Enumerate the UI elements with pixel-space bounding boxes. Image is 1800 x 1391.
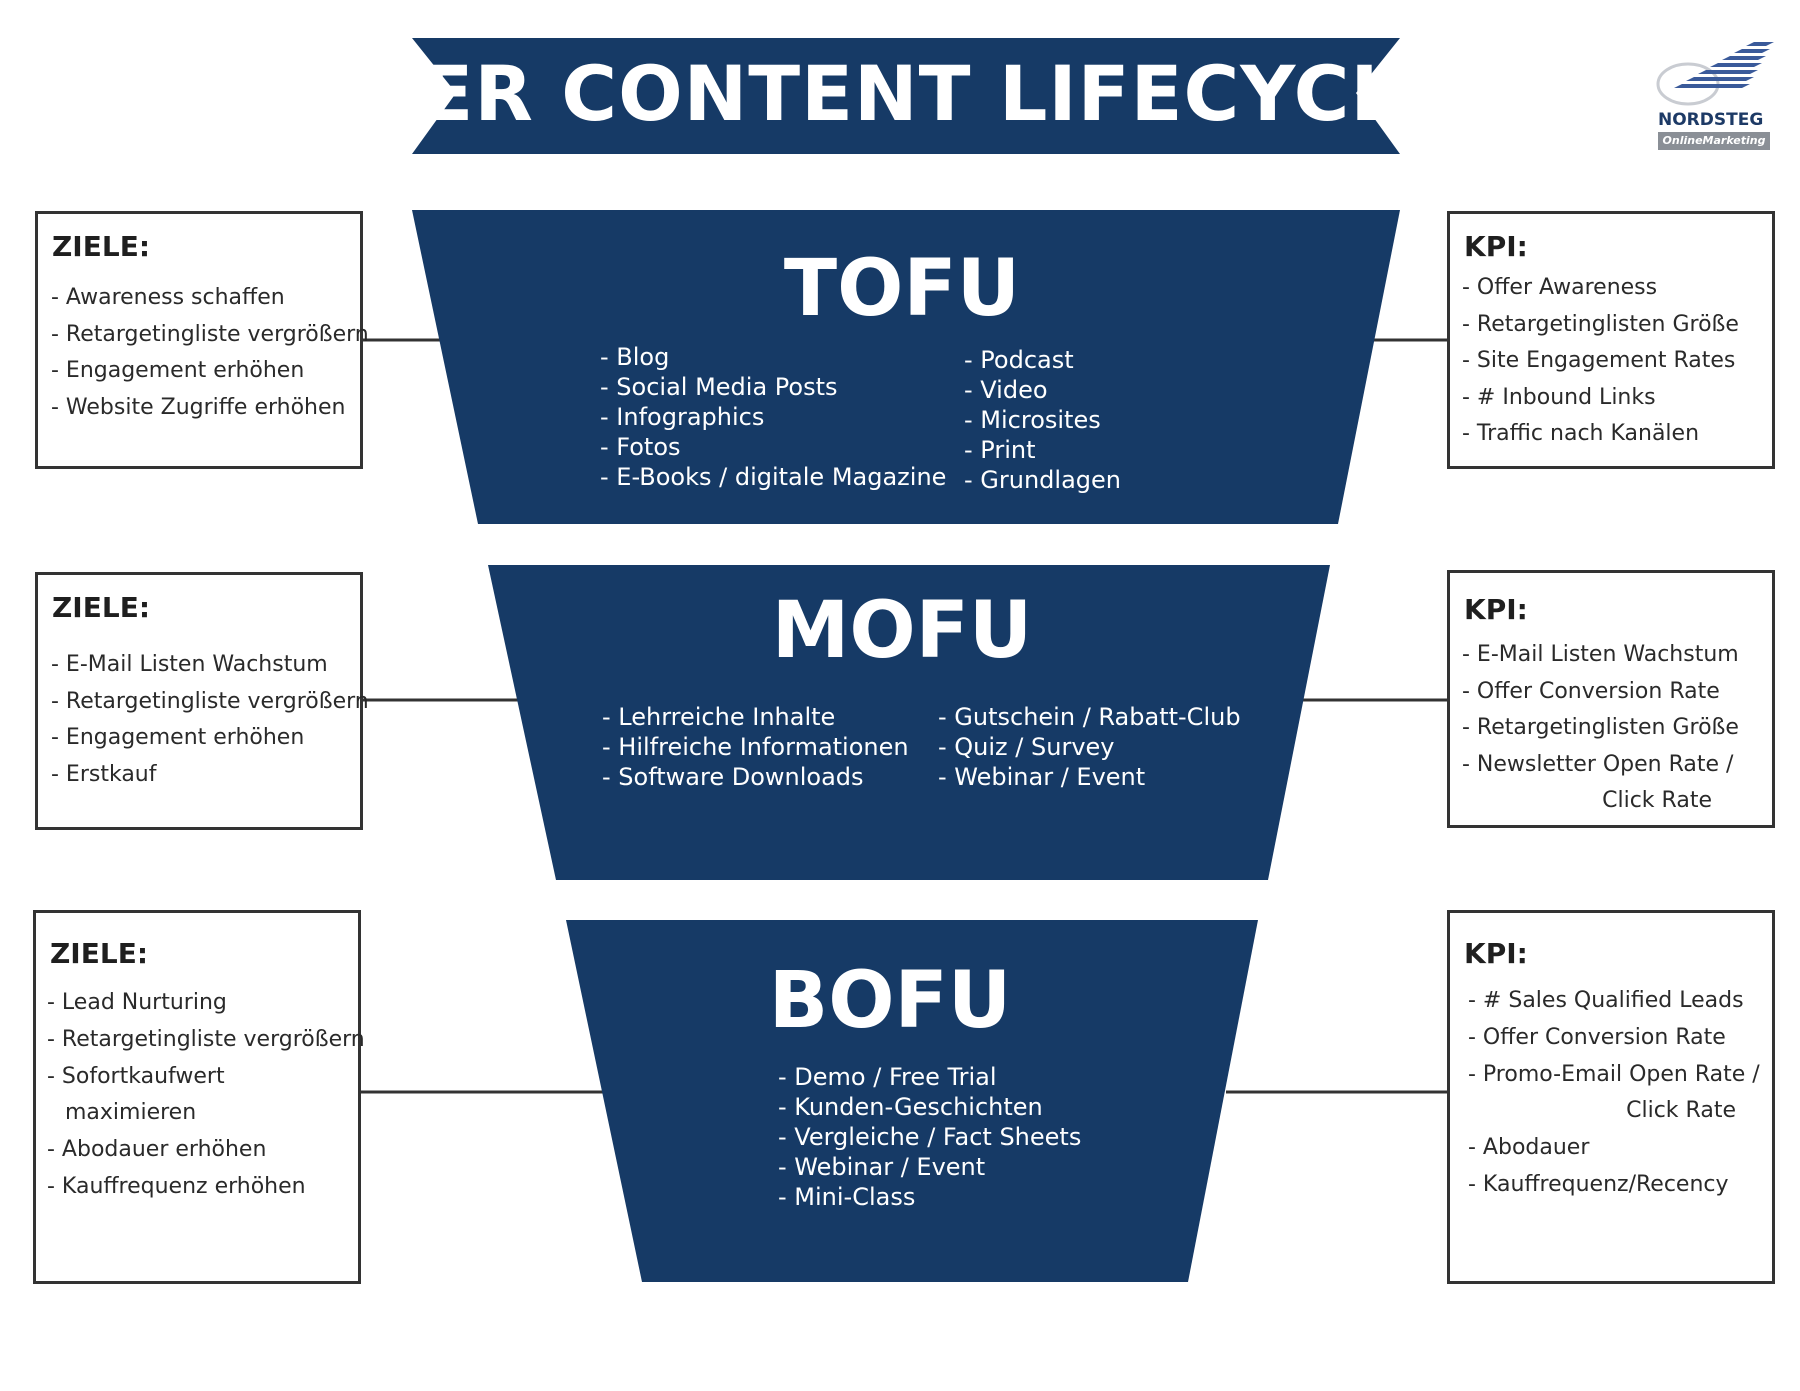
kpi-box-bofu: KPI: - # Sales Qualified Leads - Offer C…: [1447, 910, 1775, 1284]
list-item: - Vergleiche / Fact Sheets: [778, 1123, 1082, 1151]
list-item: - Webinar / Event: [778, 1153, 986, 1181]
list-item: - Grundlagen: [964, 466, 1121, 494]
list-item: - Video: [964, 376, 1048, 404]
tofu-trapezoid: [412, 210, 1400, 524]
list-item: - Retargetinglisten Größe: [1462, 715, 1739, 740]
list-item: - Kauffrequenz/Recency: [1468, 1171, 1729, 1197]
list-item: - Print: [964, 436, 1036, 464]
title-banner: DER CONTENT LIFECYCLE: [0, 0, 1800, 160]
company-logo: NORDSTEG OnlineMarketing: [1654, 36, 1774, 154]
list-item: - Kauffrequenz erhöhen: [47, 1173, 306, 1199]
list-item: - Promo-Email Open Rate /: [1468, 1061, 1760, 1087]
kpi-list-tofu: - Offer Awareness - Retargetinglisten Gr…: [1462, 270, 1739, 453]
stage-title-tofu: TOFU: [783, 244, 1021, 334]
list-item: Click Rate: [1602, 788, 1712, 813]
list-item: - Social Media Posts: [600, 373, 838, 401]
list-item: - Offer Conversion Rate: [1468, 1024, 1726, 1050]
list-item: - Site Engagement Rates: [1462, 348, 1736, 373]
list-item: Click Rate: [1626, 1098, 1736, 1124]
list-item: - Webinar / Event: [938, 763, 1146, 791]
list-item: - Fotos: [600, 433, 681, 461]
list-item: - Offer Awareness: [1462, 275, 1658, 300]
list-item: - Retargetingliste vergrößern: [51, 321, 369, 347]
kpi-box-tofu: KPI: - Offer Awareness - Retargetinglist…: [1447, 211, 1775, 469]
mofu-content-list-left: - Lehrreiche Inhalte - Hilfreiche Inform…: [602, 702, 909, 792]
list-item: - E-Books / digitale Magazine: [600, 463, 947, 491]
ziele-box-bofu: ZIELE: - Lead Nurturing - Retargetinglis…: [33, 910, 365, 1284]
connector-lines: [360, 338, 1447, 1094]
list-item: - Software Downloads: [602, 763, 864, 791]
list-item: - Kunden-Geschichten: [778, 1093, 1043, 1121]
list-item: - Abodauer erhöhen: [47, 1137, 267, 1163]
logo-name: NORDSTEG: [1658, 110, 1764, 130]
ziele-box-mofu: ZIELE: - E-Mail Listen Wachstum - Retarg…: [35, 572, 369, 830]
list-item: - Infographics: [600, 403, 765, 431]
ziele-list-bofu: - Lead Nurturing - Retargetingliste verg…: [47, 985, 365, 1206]
page-title: DER CONTENT LIFECYCLE: [357, 48, 1453, 138]
list-item: - # Inbound Links: [1462, 384, 1656, 410]
list-item: - Blog: [600, 343, 670, 371]
list-item: - Traffic nach Kanälen: [1462, 421, 1700, 446]
logo-tagline: OnlineMarketing: [1658, 132, 1770, 150]
list-item: - Microsites: [964, 406, 1101, 434]
kpi-box-mofu: KPI: - E-Mail Listen Wachstum - Offer Co…: [1447, 570, 1775, 828]
list-item: - Offer Conversion Rate: [1462, 678, 1720, 704]
bofu-trapezoid: [566, 920, 1258, 1282]
list-item: - Gutschein / Rabatt-Club: [938, 703, 1241, 731]
list-item: - Hilfreiche Informationen: [602, 733, 909, 761]
list-item: - Podcast: [964, 346, 1074, 374]
box-heading: ZIELE:: [52, 230, 151, 263]
box-heading: KPI:: [1464, 593, 1528, 626]
stage-title-bofu: BOFU: [768, 956, 1012, 1046]
stage-title-mofu: MOFU: [771, 586, 1033, 676]
list-item: - Sofortkaufwert: [47, 1063, 225, 1089]
ziele-box-tofu: ZIELE: - Awareness schaffen - Retargetin…: [35, 211, 369, 469]
list-item: - Retargetingliste vergrößern: [47, 1026, 365, 1052]
bofu-content-list: - Demo / Free Trial - Kunden-Geschichten…: [778, 1062, 1081, 1212]
list-item: - Website Zugriffe erhöhen: [51, 394, 346, 420]
ziele-list-tofu: - Awareness schaffen - Retargetingliste …: [51, 280, 369, 426]
list-item: - Abodauer: [1468, 1135, 1590, 1161]
list-item: - Retargetinglisten Größe: [1462, 311, 1739, 337]
kpi-list-bofu: - # Sales Qualified Leads - Offer Conver…: [1468, 983, 1760, 1204]
mofu-content-list-right: - Gutschein / Rabatt-Club - Quiz / Surve…: [938, 702, 1241, 792]
list-item: - E-Mail Listen Wachstum: [1462, 642, 1739, 667]
stacked-stairs-logo-icon: [1656, 42, 1774, 106]
list-item: - Engagement erhöhen: [51, 725, 305, 750]
box-heading: ZIELE:: [50, 937, 149, 970]
list-item: - E-Mail Listen Wachstum: [51, 652, 328, 677]
ziele-list-mofu: - E-Mail Listen Wachstum - Retargetingli…: [51, 647, 369, 793]
list-item: - Erstkauf: [51, 761, 157, 787]
list-item: maximieren: [65, 1100, 197, 1126]
tofu-content-list-right: - Podcast - Video - Microsites - Print -…: [964, 345, 1121, 495]
list-item: - Awareness schaffen: [51, 285, 285, 310]
kpi-list-mofu: - E-Mail Listen Wachstum - Offer Convers…: [1462, 637, 1752, 820]
list-item: - Mini-Class: [778, 1183, 916, 1211]
mofu-trapezoid: [488, 565, 1330, 880]
box-heading: KPI:: [1464, 230, 1528, 263]
list-item: - Newsletter Open Rate /: [1462, 751, 1734, 777]
list-item: - Retargetingliste vergrößern: [51, 688, 369, 714]
tofu-content-list-left: - Blog - Social Media Posts - Infographi…: [600, 342, 946, 492]
list-item: - Lehrreiche Inhalte: [602, 703, 836, 731]
box-heading: KPI:: [1464, 937, 1528, 970]
list-item: - # Sales Qualified Leads: [1468, 988, 1744, 1013]
list-item: - Demo / Free Trial: [778, 1063, 997, 1091]
banner-ribbon-shape: [412, 38, 1400, 154]
list-item: - Engagement erhöhen: [51, 358, 305, 383]
box-heading: ZIELE:: [52, 591, 151, 624]
list-item: - Lead Nurturing: [47, 990, 227, 1015]
list-item: - Quiz / Survey: [938, 733, 1115, 761]
